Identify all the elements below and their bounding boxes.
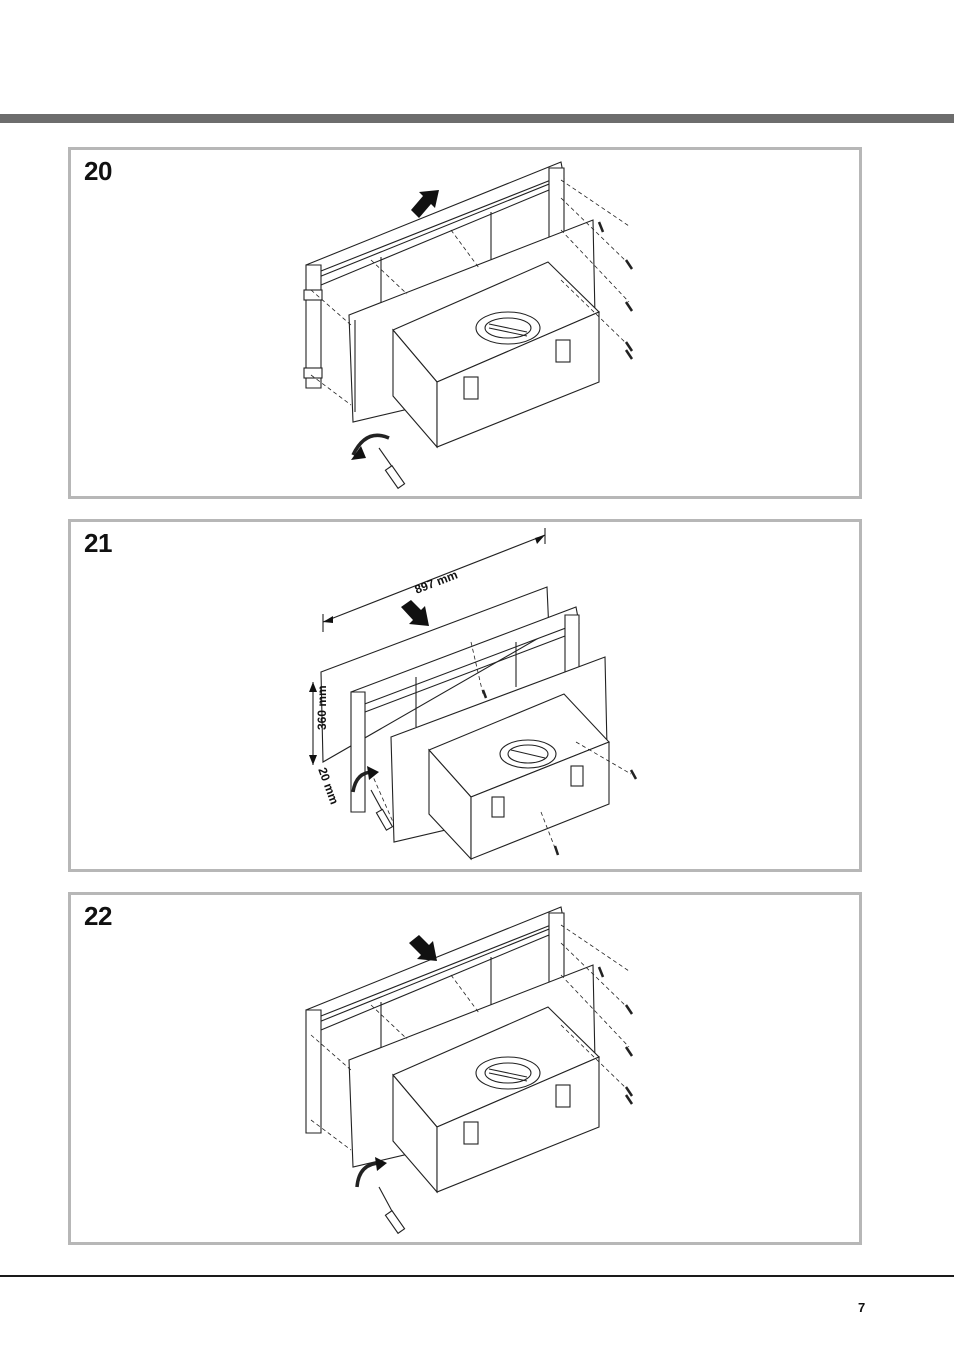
height-label: 360 mm [315,685,329,730]
screwdriver-icon [379,1187,405,1233]
page-number: 7 [858,1300,865,1315]
step-22-illustration [71,895,859,1242]
footer-rule [0,1275,954,1277]
step-21-panel: 21 897 mm 360 mm 20 mm [68,519,862,872]
step-20-illustration [71,150,859,496]
step-20-panel: 20 [68,147,862,499]
header-bar [0,114,954,123]
screws [599,967,632,1104]
step-22-panel: 22 [68,892,862,1245]
width-label: 897 mm [413,568,460,597]
gap-label: 20 mm [315,766,341,807]
arrow-down-icon [409,935,437,961]
screwdriver-icon [379,448,405,488]
arrow-down-icon [401,600,429,626]
screws [599,222,632,359]
screwdriver-icon [371,790,392,830]
step-21-illustration: 897 mm 360 mm 20 mm [71,522,859,869]
